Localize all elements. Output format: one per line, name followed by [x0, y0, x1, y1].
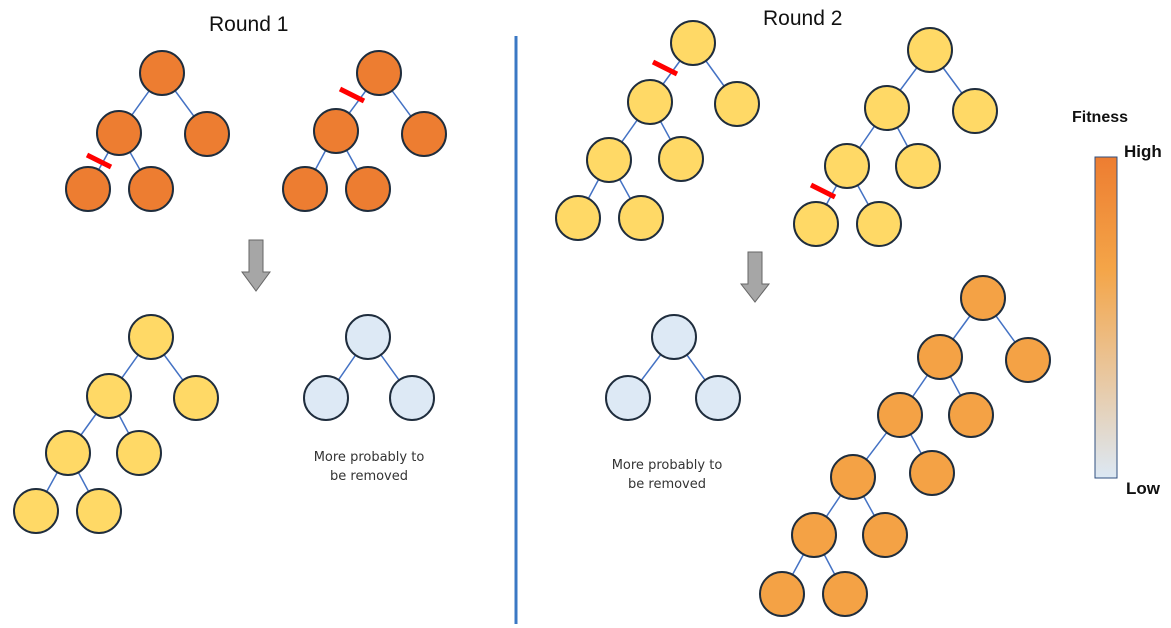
round2-offspring-tree-b-node-9 — [759, 571, 805, 617]
round1-removal-note-line1: More probably to — [313, 450, 425, 465]
round1-removal-note: More probably to be removed — [284, 448, 454, 486]
round2-tree-a-node-6 — [618, 195, 664, 241]
round1-offspring-tree-b-node-0 — [345, 314, 391, 360]
legend-high-label: High — [1124, 142, 1162, 161]
round1-tree-b-cut-mark-0 — [338, 86, 366, 104]
round2-tree-a-cut-mark-0 — [651, 59, 679, 77]
round1-offspring-tree-a-node-6 — [76, 488, 122, 534]
round1-title: Round 1 — [209, 13, 289, 36]
round1-tree-a-node-0 — [139, 50, 185, 96]
round2-tree-a-node-4 — [658, 136, 704, 182]
round2-removal-note: More probably to be removed — [582, 456, 752, 494]
fitness-gradient-bar — [1094, 156, 1118, 479]
round2-offspring-tree-a-node-2 — [695, 375, 741, 421]
round2-tree-b-node-3 — [824, 143, 870, 189]
round2-tree-a — [555, 20, 760, 241]
down-arrow-icon-round2 — [739, 251, 771, 303]
legend-low-label: Low — [1126, 479, 1160, 498]
round2-offspring-tree-b-node-8 — [862, 512, 908, 558]
round2-offspring-tree-b-node-10 — [822, 571, 868, 617]
round1-tree-a-node-4 — [128, 166, 174, 212]
round1-removal-note-line2: be removed — [330, 469, 408, 484]
round1-offspring-tree-a — [13, 314, 219, 534]
round2-offspring-tree-a-node-0 — [651, 314, 697, 360]
round2-title: Round 2 — [763, 7, 843, 30]
round2-offspring-tree-a — [605, 314, 741, 421]
round1-offspring-tree-a-node-0 — [128, 314, 174, 360]
round2-tree-a-node-2 — [714, 81, 760, 127]
round1-tree-a-cut-mark-0 — [85, 152, 113, 170]
round1-offspring-tree-a-node-4 — [116, 430, 162, 476]
round2-tree-b-node-5 — [793, 201, 839, 247]
round2-tree-b-node-2 — [952, 88, 998, 134]
round1-offspring-tree-a-node-1 — [86, 373, 132, 419]
round2-tree-a-node-0 — [670, 20, 716, 66]
round2-tree-a-node-1 — [627, 79, 673, 125]
round2-offspring-tree-b-node-6 — [909, 450, 955, 496]
round2-offspring-tree-b — [759, 275, 1051, 617]
round1-offspring-tree-a-node-3 — [45, 430, 91, 476]
round2-tree-a-node-3 — [586, 137, 632, 183]
round2-offspring-tree-b-node-0 — [960, 275, 1006, 321]
round1-tree-b-node-3 — [282, 166, 328, 212]
round1-tree-a — [65, 50, 230, 212]
round1-tree-b-node-2 — [401, 111, 447, 157]
down-arrow-icon-round1 — [241, 239, 271, 292]
round2-tree-b-node-1 — [864, 85, 910, 131]
round1-offspring-tree-a-node-2 — [173, 375, 219, 421]
round1-offspring-tree-b-node-1 — [303, 375, 349, 421]
round2-removal-note-line2: be removed — [628, 477, 706, 492]
round2-offspring-tree-b-node-4 — [948, 392, 994, 438]
round2-tree-b-cut-mark-0 — [809, 182, 837, 200]
round2-removal-note-line1: More probably to — [611, 458, 723, 473]
round2-offspring-tree-b-node-5 — [830, 454, 876, 500]
round2-offspring-tree-a-node-1 — [605, 375, 651, 421]
round1-offspring-tree-b — [303, 314, 435, 421]
round1-offspring-tree-a-node-5 — [13, 488, 59, 534]
legend-title: Fitness — [1072, 109, 1129, 126]
round1-offspring-tree-b-node-2 — [389, 375, 435, 421]
round2-offspring-tree-b-node-1 — [917, 334, 963, 380]
round2-offspring-tree-b-node-2 — [1005, 337, 1051, 383]
round2-tree-a-node-5 — [555, 195, 601, 241]
round1-tree-a-node-3 — [65, 166, 111, 212]
round1-tree-b-node-0 — [356, 50, 402, 96]
round1-tree-b — [282, 50, 447, 212]
round1-tree-b-node-4 — [345, 166, 391, 212]
round2-tree-b-node-4 — [895, 143, 941, 189]
round1-tree-a-node-2 — [184, 111, 230, 157]
round2-tree-b-node-0 — [907, 27, 953, 73]
round1-tree-a-node-1 — [96, 110, 142, 156]
round2-offspring-tree-b-node-3 — [877, 392, 923, 438]
round2-tree-b-node-6 — [856, 201, 902, 247]
round1-tree-b-node-1 — [313, 108, 359, 154]
round2-tree-b — [793, 27, 998, 247]
round2-offspring-tree-b-node-7 — [791, 512, 837, 558]
